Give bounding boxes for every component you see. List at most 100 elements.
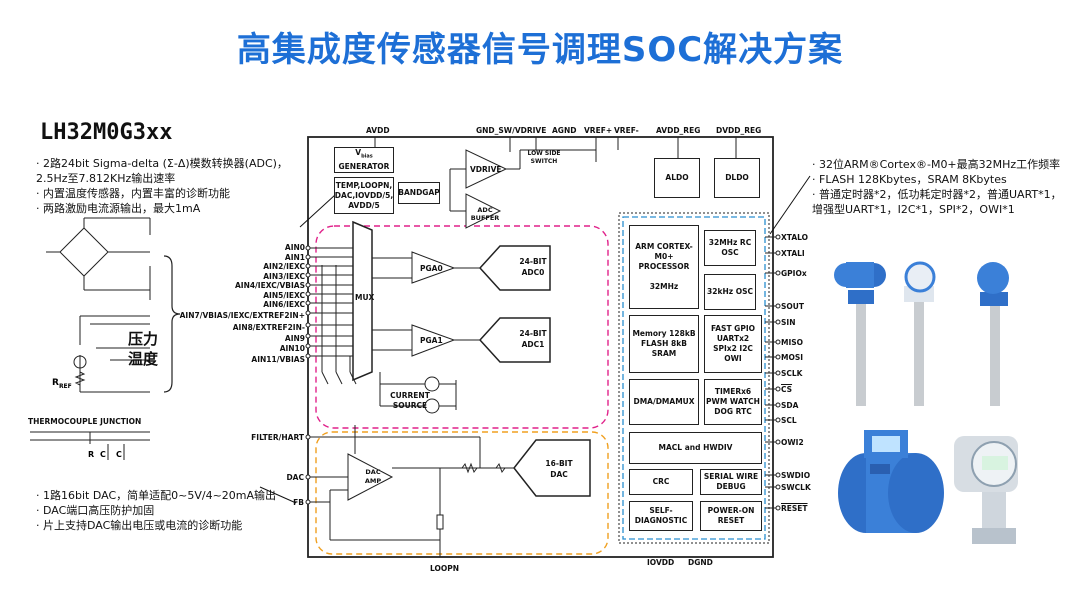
- pin-avdd-reg: AVDD_REG: [656, 126, 701, 135]
- bandgap-block: BANDGAP: [398, 182, 440, 204]
- pin-ain10: AIN10: [279, 344, 305, 353]
- pin-vref-plus: VREF+: [584, 126, 613, 135]
- vbias-generator-block: Vbias GENERATOR: [334, 147, 394, 173]
- chip-name: LH32M0G3xx: [40, 120, 173, 145]
- pin-fb: FB: [293, 498, 304, 507]
- pin-ain0: AIN0: [284, 243, 305, 252]
- pin-gnd-sw: GND_SW/VDRIVE: [476, 126, 547, 135]
- rc32m-osc-block: 32MHz RC OSC: [704, 230, 756, 266]
- pin-agnd: AGND: [552, 126, 577, 135]
- tc-c1-label: C: [100, 450, 106, 459]
- pin-ain7: AIN7/VBIAS/IEXC/EXTREF2IN+: [179, 310, 305, 320]
- pin-ain6: AIN6/IEXC: [263, 300, 305, 309]
- dac-bullet: · DAC端口高压防护加固: [36, 504, 155, 517]
- memory-block: Memory 128kB FLASH 8kB SRAM: [629, 315, 699, 373]
- transmitter-photo-1: [834, 262, 886, 406]
- pin-xtali: XTALI: [781, 249, 805, 258]
- pin-sda: SDA: [781, 401, 799, 410]
- fast-gpio-block: FAST GPIO UARTx2 SPIx2 I2C OWI: [704, 315, 762, 373]
- arm-processor-block: ARM CORTEX-M0+ PROCESSOR 32MHz: [629, 225, 699, 309]
- self-diagnostic-block: SELF- DIAGNOSTIC: [629, 501, 693, 531]
- osc32k-block: 32kHz OSC: [704, 274, 756, 310]
- pin-filter-hart: FILTER/HART: [251, 433, 304, 442]
- vdrive-label: VDRIVE: [470, 165, 502, 174]
- current-source-label: CURRENT SOURCE: [390, 391, 430, 410]
- right-bullet: · 普通定时器*2，低功耗定时器*2，普通UART*1，: [812, 188, 1062, 201]
- pressure-label: 压力: [128, 330, 159, 348]
- pin-sout: SOUT: [781, 302, 804, 311]
- pin-ain5: AIN5/IEXC: [263, 290, 305, 300]
- pin-swdio: SWDIO: [781, 471, 811, 480]
- sensor-schematic: [30, 217, 151, 460]
- power-on-reset-block: POWER-ON RESET: [700, 501, 762, 531]
- adc0-label: 24-BIT ADC0: [519, 257, 547, 277]
- pin-ain3: AIN3/IEXC: [263, 271, 305, 281]
- pin-dgnd: DGND: [688, 558, 713, 567]
- right-feature-list: · 32位ARM®Cortex®-M0+最高32MHz工作频率 · FLASH …: [812, 157, 1080, 217]
- low-side-switch-label: LOW SIDE SWITCH: [527, 150, 561, 165]
- left-pin-list: AIN0 AIN1 AIN2/IEXC AIN3/IEXC AIN4/IEXC/…: [180, 243, 305, 365]
- pin-ain1: AIN1: [284, 252, 305, 262]
- right-bullet: · 32位ARM®Cortex®-M0+最高32MHz工作频率: [812, 158, 1061, 171]
- rref-label: RREF: [52, 378, 72, 390]
- pin-mosi: MOSI: [781, 353, 804, 362]
- pin-ain9: AIN9: [284, 333, 305, 343]
- dac16-label: 16-BIT DAC: [545, 459, 573, 479]
- pin-dvdd-reg: DVDD_REG: [716, 126, 762, 135]
- tc-c2-label: C: [116, 450, 122, 459]
- dac-bullet: · 1路16bit DAC，简单适配0~5V/4~20mA输出: [36, 489, 277, 502]
- thermocouple-label: THERMOCOUPLE JUNCTION: [28, 417, 142, 426]
- dac-amp-label: DAC AMP: [364, 468, 382, 485]
- transmitter-photo-2: [904, 261, 936, 406]
- pin-reset: RESET: [781, 504, 808, 513]
- mux-label: MUX: [355, 293, 375, 302]
- pin-swclk: SWCLK: [781, 483, 811, 492]
- pin-dac: DAC: [286, 473, 304, 482]
- adc1-label: 24-BIT ADC1: [519, 329, 547, 349]
- dac-feature-list: · 1路16bit DAC，简单适配0~5V/4~20mA输出 · DAC端口高…: [36, 488, 306, 533]
- left-bullet: 2.5Hz至7.812KHz输出速率: [36, 172, 176, 185]
- dma-block: DMA/DMAMUX: [629, 379, 699, 425]
- left-bullet: · 内置温度传感器，内置丰富的诊断功能: [36, 187, 230, 200]
- macl-hwdiv-block: MACL and HWDIV: [629, 432, 762, 464]
- dldo-block: DLDO: [714, 158, 760, 198]
- pin-scl: SCL: [781, 416, 797, 425]
- tc-r-label: R: [88, 450, 95, 459]
- pga0-label: PGA0: [420, 264, 443, 273]
- left-bullet: · 2路24bit Sigma-delta (Σ-Δ)模数转换器(ADC)，: [36, 157, 288, 170]
- pin-sclk: SCLK: [781, 369, 803, 378]
- serial-wire-debug-block: SERIAL WIRE DEBUG: [700, 469, 762, 495]
- temperature-label: 温度: [128, 350, 159, 368]
- transmitter-photo-3: [977, 262, 1009, 406]
- mcu-region-inner: [622, 216, 766, 540]
- sensor-brace: [163, 255, 181, 393]
- temp-loop-block: TEMP,LOOPN, DAC,IOVDD/5, AVDD/5: [334, 177, 394, 214]
- pin-xtalo: XTALO: [781, 233, 809, 242]
- pressure-transmitter-photo: [954, 436, 1018, 544]
- adc-buffer-label: ADC BUFFER: [470, 206, 500, 222]
- flowmeter-photo: [838, 430, 944, 533]
- pin-vref-minus: VREF-: [614, 126, 639, 135]
- pin-ain2: AIN2/IEXC: [263, 262, 305, 271]
- pin-loopn: LOOPN: [430, 564, 460, 573]
- pin-ain4: AIN4/IEXC/VBIAS: [234, 281, 305, 290]
- right-bullet: 增强型UART*1，I2C*1，SPI*2，OWI*1: [812, 203, 1015, 216]
- crc-block: CRC: [629, 469, 693, 495]
- pin-avdd: AVDD: [366, 126, 390, 135]
- dac-bullet: · 片上支持DAC输出电压或电流的诊断功能: [36, 519, 243, 532]
- left-feature-list: · 2路24bit Sigma-delta (Σ-Δ)模数转换器(ADC)， 2…: [36, 156, 336, 216]
- pin-sin: SIN: [781, 318, 796, 327]
- pin-ain8: AIN8/EXTREF2IN-: [232, 322, 305, 332]
- page-title: 高集成度传感器信号调理SOC解决方案: [236, 30, 844, 70]
- pin-iovdd: IOVDD: [647, 558, 675, 567]
- analog-region: [315, 225, 609, 429]
- pga1-label: PGA1: [420, 336, 443, 345]
- left-bullet: · 两路激励电流源输出，最大1mA: [36, 202, 201, 215]
- pin-miso: MISO: [781, 338, 804, 347]
- pin-ain11: AIN11/VBIAS: [251, 354, 305, 364]
- timer-block: TIMERx6 PWM WATCH DOG RTC: [704, 379, 762, 425]
- pin-owi2: OWI2: [781, 438, 804, 447]
- aldo-block: ALDO: [654, 158, 700, 198]
- pin-gpiox: GPIOx: [781, 269, 807, 278]
